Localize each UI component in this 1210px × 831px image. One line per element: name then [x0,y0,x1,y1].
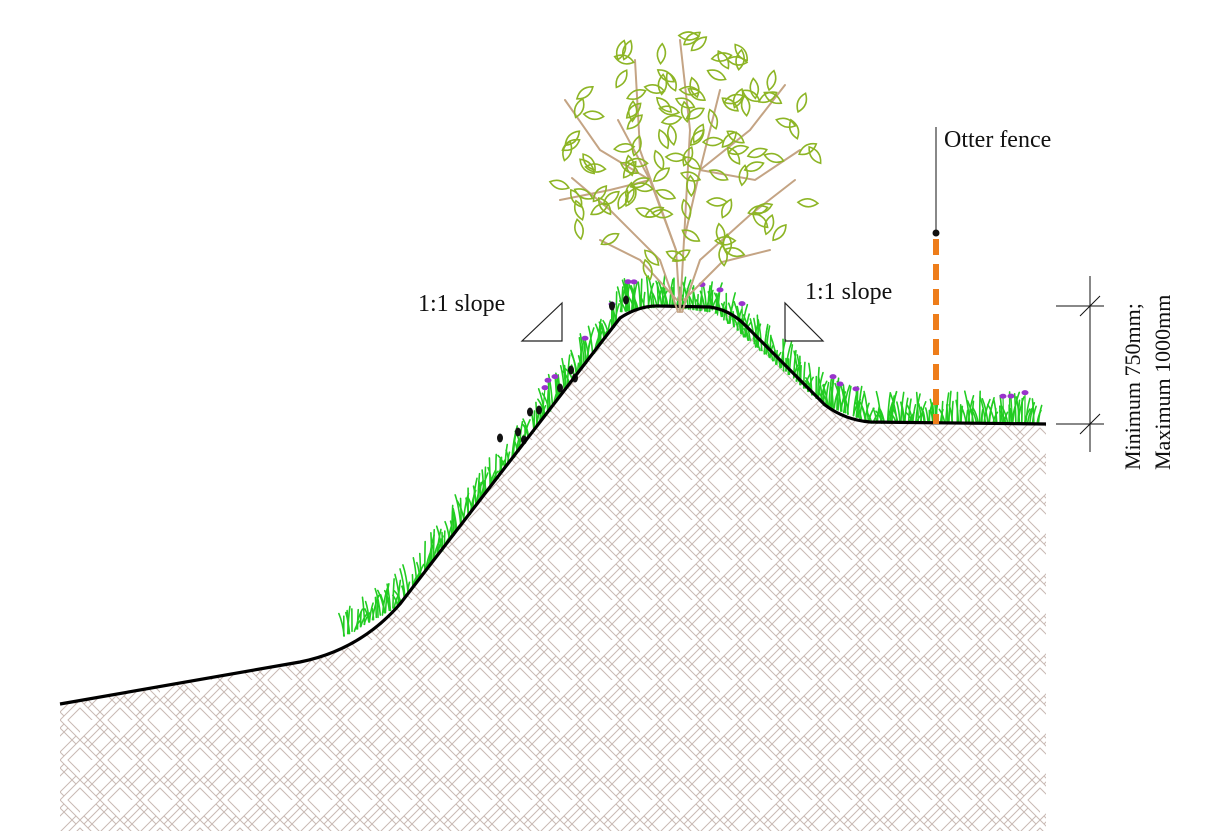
otter-fence [932,127,940,424]
height-dimension [1056,276,1104,452]
otter-fence-label: Otter fence [944,127,1051,153]
tree-illustration [548,31,822,313]
left-slope-triangle-icon [520,301,563,342]
right-slope-triangle-icon [784,301,825,342]
dimension-label-line1: Minimum 750mm; [1120,303,1145,470]
grass-vegetation [338,274,1043,637]
ground-profile-line [59,304,1047,706]
seed-head-plants [497,295,629,445]
soil-body [60,305,1046,831]
right-slope-label: 1:1 slope [805,279,892,305]
left-slope-label: 1:1 slope [418,291,505,317]
dimension-label-line2: Maximum 1000mm [1150,295,1175,470]
